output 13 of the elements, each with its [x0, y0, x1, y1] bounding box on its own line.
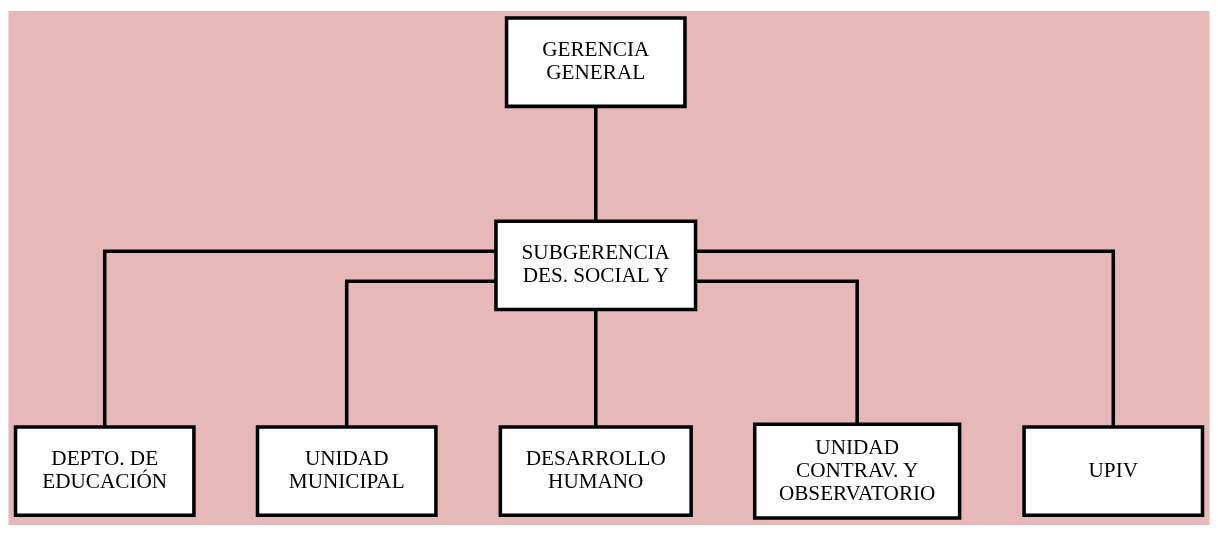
connector: [696, 249, 1116, 427]
connector: [344, 279, 496, 427]
node-box: UNIDAD MUNICIPAL: [255, 425, 438, 518]
connector: [102, 249, 496, 427]
node-box: DESARROLLO HUMANO: [498, 425, 693, 518]
node-box: GERENCIA GENERAL: [504, 16, 687, 109]
node-box: UNIDAD CONTRAV. Y OBSERVATORIO: [752, 422, 962, 520]
connector: [594, 310, 598, 427]
connector: [696, 279, 859, 425]
connector: [594, 106, 598, 221]
node-box: DEPTO. DE EDUCACIÓN: [13, 425, 196, 518]
node-box: SUBGERENCIA DES. SOCIAL Y: [494, 219, 698, 312]
node-box: UPIV: [1022, 425, 1205, 518]
